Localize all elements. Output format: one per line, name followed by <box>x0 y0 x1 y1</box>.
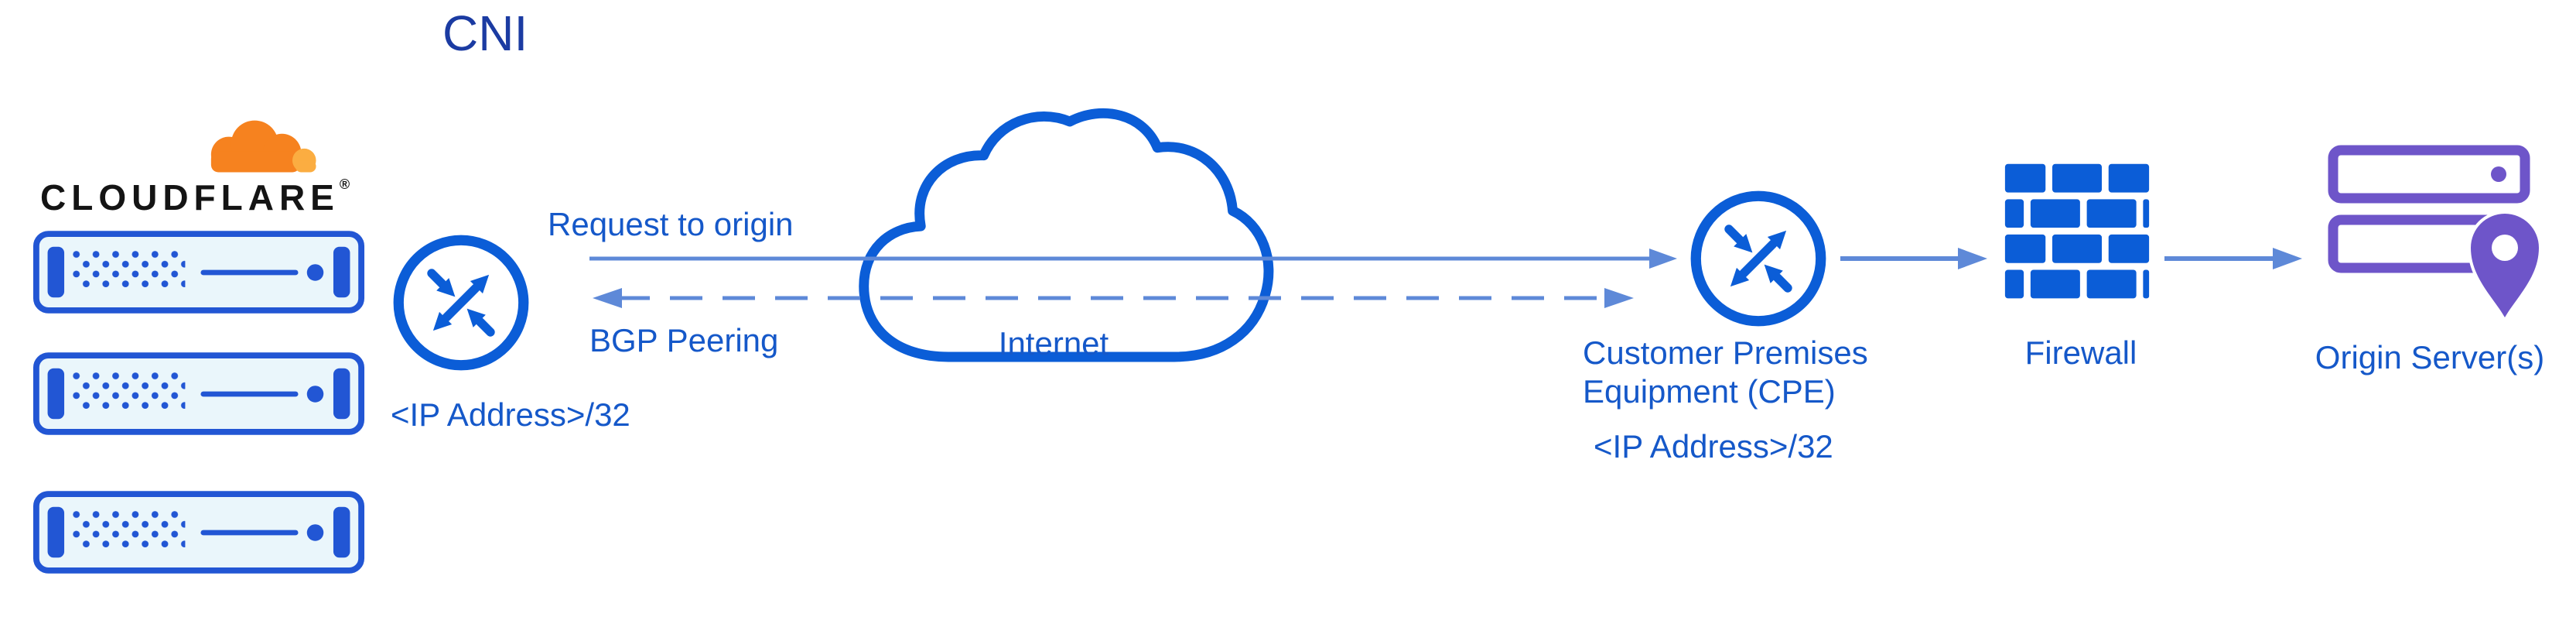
internet-cloud-icon <box>832 102 1293 377</box>
cpe-to-firewall-arrow <box>1840 242 1989 276</box>
firewall-icon <box>2002 159 2152 305</box>
origin-server-label: Origin Server(s) <box>2315 339 2545 375</box>
firewall-to-origin-arrow <box>2164 242 2304 276</box>
edge-router-ip-label: <IP Address>/32 <box>391 396 630 433</box>
request-arrow <box>589 242 1680 276</box>
edge-server-icon-2 <box>32 351 365 437</box>
edge-server-icon-3 <box>32 489 365 575</box>
cpe-router-icon <box>1685 185 1832 332</box>
diagram-title: CNI <box>442 5 528 61</box>
cpe-label-line2: Equipment (CPE) <box>1583 373 1836 410</box>
cloudflare-wordmark: CLOUDFLARE® <box>40 177 350 218</box>
origin-server-icon <box>2327 144 2551 321</box>
bgp-peering-arrow <box>591 281 1635 315</box>
edge-router-icon <box>388 229 535 376</box>
internet-label: Internet <box>998 325 1109 362</box>
cpe-ip-label: <IP Address>/32 <box>1594 428 1833 465</box>
cloudflare-wordmark-text: CLOUDFLARE <box>40 177 340 218</box>
cpe-label-line1: Customer Premises <box>1583 334 1868 371</box>
trademark-symbol: ® <box>339 177 350 192</box>
request-to-origin-label: Request to origin <box>548 206 794 242</box>
edge-server-icon-1 <box>32 229 365 315</box>
location-pin-icon <box>2467 211 2543 321</box>
firewall-label: Firewall <box>2024 334 2137 371</box>
cloudflare-logo-icon <box>192 113 325 181</box>
bgp-peering-label: BGP Peering <box>589 322 779 358</box>
